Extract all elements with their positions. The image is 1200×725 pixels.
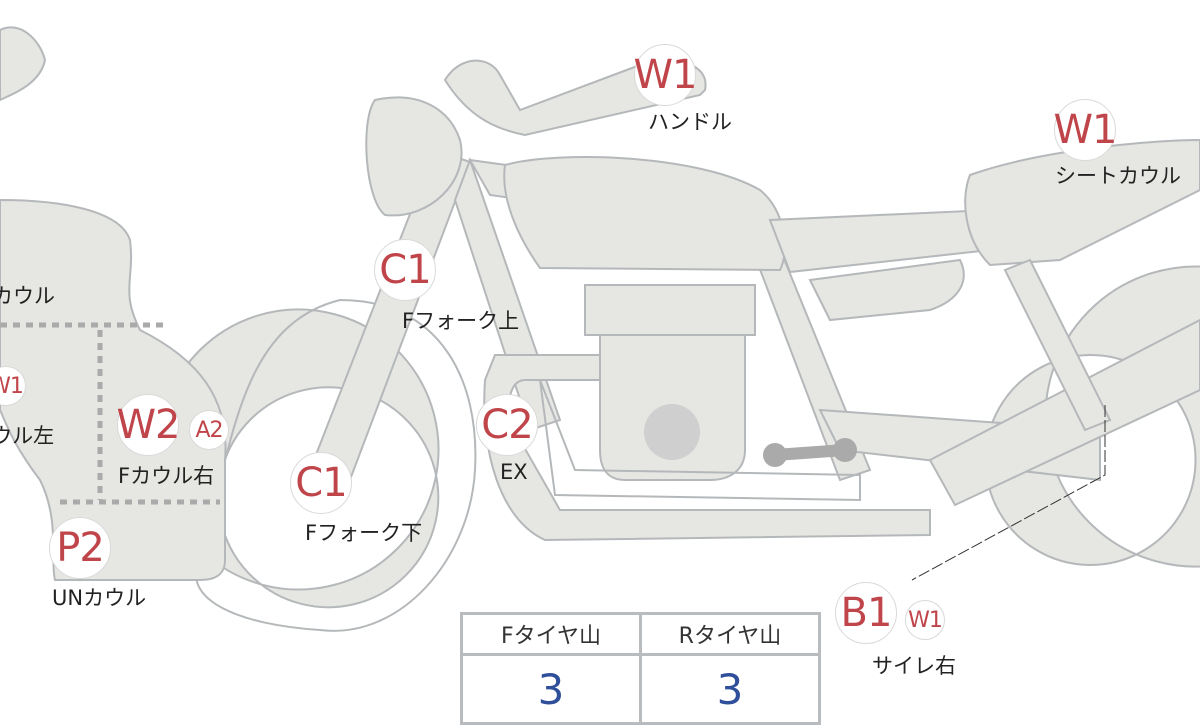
f-cowl-right-label: Fカウル右 bbox=[118, 464, 215, 488]
silencer-right-code-b1[interactable]: B1 bbox=[835, 582, 897, 644]
exhaust-label: EX bbox=[500, 460, 528, 484]
silencer-right-label: サイレ右 bbox=[872, 654, 956, 678]
f-cowl-right-code-w2[interactable]: W2 bbox=[117, 394, 181, 456]
f-fork-lower-label: Fフォーク下 bbox=[305, 521, 423, 545]
rear-tire-value: 3 bbox=[639, 653, 821, 725]
tire-tread-table: Fタイヤ山 Rタイヤ山 3 3 bbox=[460, 612, 821, 725]
exhaust-code-c2[interactable]: C2 bbox=[476, 394, 538, 456]
fuel-tank bbox=[503, 156, 786, 272]
f-fork-upper-code-c1[interactable]: C1 bbox=[374, 239, 436, 301]
handle-code-w1[interactable]: W1 bbox=[634, 44, 698, 106]
engine bbox=[584, 284, 756, 336]
silencer bbox=[928, 318, 1200, 507]
f-cowl-right-code-a2[interactable]: A2 bbox=[189, 410, 229, 450]
seat-cowl-label: シートカウル bbox=[1055, 164, 1181, 188]
seat-cowl-code-w1[interactable]: W1 bbox=[1054, 99, 1118, 161]
rear-tire-header: Rタイヤ山 bbox=[639, 612, 821, 656]
front-tire-header: Fタイヤ山 bbox=[460, 612, 642, 656]
f-cowl-left-code-w1[interactable]: W1 bbox=[0, 366, 26, 406]
f-cowl-top-label: カウル bbox=[0, 284, 55, 308]
f-fork-lower-code-c1[interactable]: C1 bbox=[290, 452, 352, 514]
f-cowl-left-label: Fカウル左 bbox=[0, 424, 55, 448]
f-fork-upper-label: Fフォーク上 bbox=[402, 309, 520, 333]
front-tire-value: 3 bbox=[460, 653, 642, 725]
silencer-right-code-w1[interactable]: W1 bbox=[905, 600, 945, 640]
under-cowl-label: UNカウル bbox=[52, 586, 147, 610]
front-cowl bbox=[0, 198, 227, 581]
under-cowl-code-p2[interactable]: P2 bbox=[49, 517, 111, 579]
handle-label: ハンドル bbox=[648, 110, 732, 134]
